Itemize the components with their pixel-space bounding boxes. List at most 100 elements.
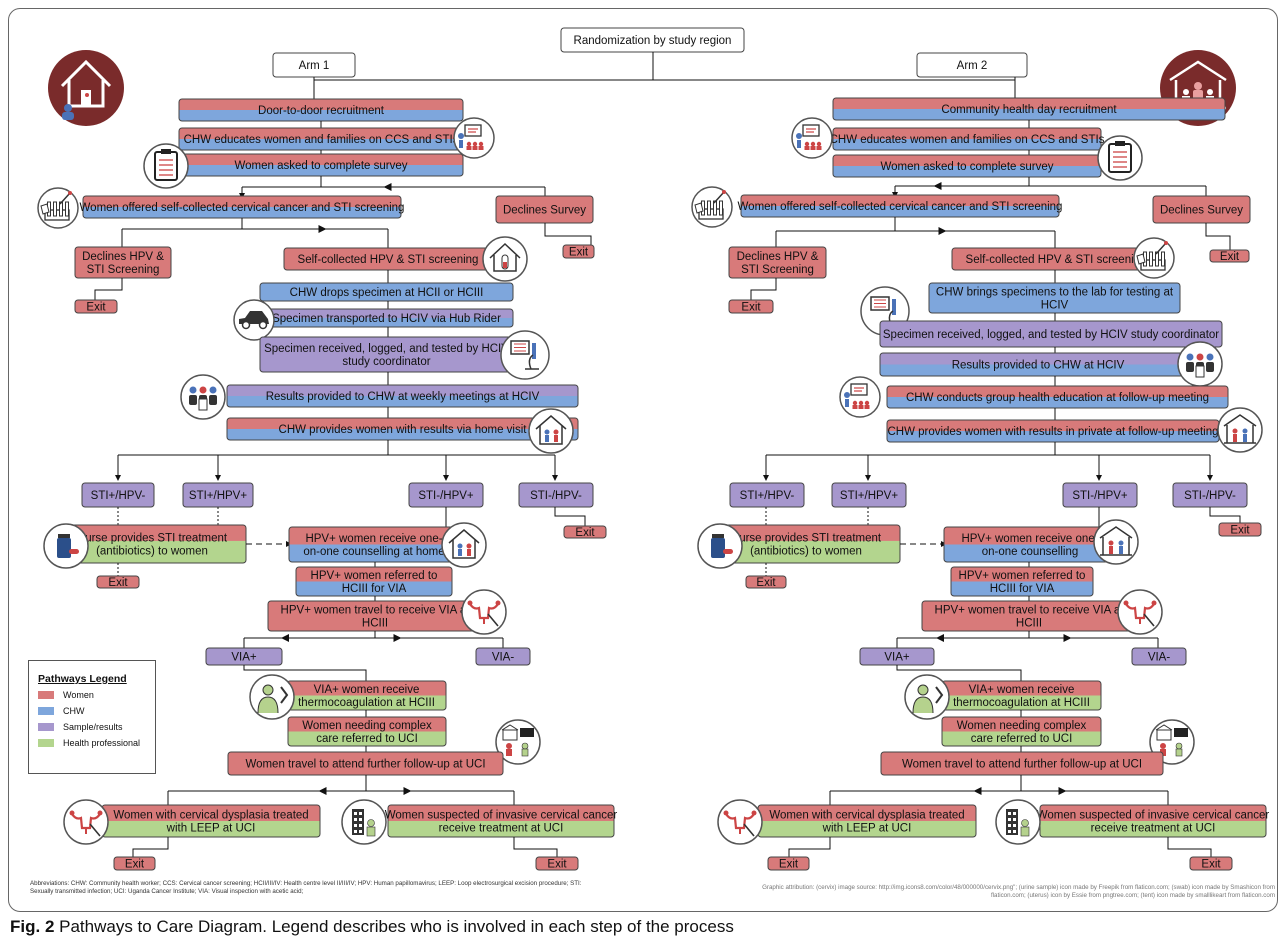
left-educate-node: CHW educates women and families on CCS a… xyxy=(178,127,464,151)
connector xyxy=(544,223,592,245)
right-leep-node: Women with cervical dysplasia treatedwit… xyxy=(757,804,977,838)
left-travel-via-node-text: HCIII xyxy=(362,618,388,630)
left-group-sti-pos-hpv-neg: STI+/HPV- xyxy=(81,482,155,508)
left-lab-icon xyxy=(500,330,550,380)
connector xyxy=(513,837,558,857)
legend-item-women: Women xyxy=(38,689,155,701)
left-sample-tubes-icon xyxy=(37,187,79,229)
right-survey-clipboard-icon xyxy=(1097,135,1143,181)
left-via-neg-node-text: VIA- xyxy=(492,652,515,664)
left-nurse-treatment-node-text: Nurse provides STI treatment xyxy=(77,533,228,545)
right-brings-node: CHW brings specimens to the lab for test… xyxy=(928,282,1181,314)
left-cancer-node-text: receive treatment at UCI xyxy=(439,823,564,835)
randomization-node: Randomization by study region xyxy=(560,27,745,53)
right-educate-node: CHW educates women and families on CCS a… xyxy=(830,127,1105,151)
legend-label-sample: Sample/results xyxy=(63,722,123,732)
left-drops-node-text: CHW drops specimen at HCII or HCIII xyxy=(290,287,484,299)
left-home-visit-icon xyxy=(528,408,574,454)
right-further-followup-node-text: Women travel to attend further follow-up… xyxy=(902,759,1142,771)
right-thermo-node-text: thermocoagulation at HCIII xyxy=(953,697,1090,709)
right-exit-survey-text: Exit xyxy=(1220,251,1240,263)
left-leep-node-text: with LEEP at UCI xyxy=(166,823,256,835)
right-exit-treated-text: Exit xyxy=(756,577,776,589)
left-received-node: Specimen received, logged, and tested by… xyxy=(259,336,514,373)
right-exit-treated: Exit xyxy=(745,575,787,589)
left-teaching-icon xyxy=(453,117,495,159)
left-survey-node-text: Women asked to complete survey xyxy=(234,160,407,172)
left-hub-rider-car-icon xyxy=(233,299,275,341)
right-group-sti-neg-hpv-pos: STI-/HPV+ xyxy=(1062,482,1138,508)
right-exit-leep: Exit xyxy=(767,856,810,871)
left-self-collect-node-text: Self-collected HPV & STI screening xyxy=(298,254,479,266)
right-further-followup-node: Women travel to attend further follow-up… xyxy=(880,751,1164,776)
legend-swatch-health xyxy=(38,739,54,747)
left-transport-node: Specimen transported to HCIV via Hub Rid… xyxy=(259,308,514,328)
left-home-swab-icon xyxy=(482,236,528,282)
left-exit-treated: Exit xyxy=(96,575,140,589)
left-survey-node: Women asked to complete survey xyxy=(178,153,464,177)
right-brings-node-text: HCIV xyxy=(1041,300,1069,312)
connector xyxy=(1205,223,1231,250)
left-group-sti-neg-hpv-neg-text: STI-/HPV- xyxy=(530,490,582,502)
left-group-sti-pos-hpv-pos-text: STI+/HPV+ xyxy=(189,490,247,502)
left-cervix-treatment-icon xyxy=(63,799,109,845)
right-cancer-node: Women suspected of invasive cervical can… xyxy=(1037,804,1269,838)
connector xyxy=(1209,507,1241,523)
left-counselling-node: HPV+ women receive one-on-one counsellin… xyxy=(288,526,460,563)
right-doctor-icon xyxy=(904,674,950,720)
right-survey-node-text: Women asked to complete survey xyxy=(880,161,1053,173)
right-counselling-node: HPV+ women receive one-on-one counsellin… xyxy=(943,526,1117,563)
left-declines-survey-node-text: Declines Survey xyxy=(503,205,586,217)
legend-item-chw: CHW xyxy=(38,705,155,717)
legend-title: Pathways Legend xyxy=(38,673,127,685)
right-leep-node-text: Women with cervical dysplasia treated xyxy=(769,810,964,822)
left-educate-node-text: CHW educates women and families on CCS a… xyxy=(184,134,459,146)
right-declines-survey-node: Declines Survey xyxy=(1152,195,1251,224)
left-cancer-node: Women suspected of invasive cervical can… xyxy=(385,804,617,838)
connector xyxy=(896,665,1022,681)
legend-label-chw: CHW xyxy=(63,706,85,716)
right-group-sti-neg-hpv-neg-text: STI-/HPV- xyxy=(1184,490,1236,502)
right-exit-neg-text: Exit xyxy=(1230,525,1250,537)
right-thermo-node-text: VIA+ women receive xyxy=(969,684,1075,696)
right-complex-care-node-text: care referred to UCI xyxy=(971,733,1073,745)
left-home-visit-node-text: CHW provides women with results via home… xyxy=(279,424,528,436)
left-doctor-icon xyxy=(249,674,295,720)
left-counselling-node-text: on-one counselling at home xyxy=(303,546,444,558)
left-clinic-icon xyxy=(495,719,541,765)
right-travel-via-node-text: HCIII xyxy=(1016,618,1042,630)
pathways-legend: Pathways Legend Women CHW Sample/results… xyxy=(28,660,156,774)
right-exit-neg: Exit xyxy=(1218,522,1262,537)
left-received-node-text: Specimen received, logged, and tested by… xyxy=(264,343,509,355)
right-group-sti-pos-hpv-pos-text: STI+/HPV+ xyxy=(840,490,898,502)
legend-swatch-sample xyxy=(38,723,54,731)
right-survey-branch-arrow xyxy=(933,182,942,190)
right-via-branch-a-arrow xyxy=(936,634,944,642)
right-private-tent-icon xyxy=(1217,407,1263,453)
right-group-sti-pos-hpv-neg-text: STI+/HPV- xyxy=(740,490,795,502)
left-screen-branch-arrow xyxy=(318,225,327,233)
connector xyxy=(1167,837,1212,857)
left-counselling-home-icon xyxy=(441,522,487,568)
left-declines-hpv-node-text: STI Screening xyxy=(87,264,160,276)
left-further-followup-node-text: Women travel to attend further follow-up… xyxy=(245,759,485,771)
right-final-branch-a-arrow xyxy=(973,787,982,795)
right-nurse-treatment-node-text: Nurse provides STI treatment xyxy=(731,533,882,545)
left-group-sti-neg-hpv-pos: STI-/HPV+ xyxy=(408,482,484,508)
left-survey-branch-arrow xyxy=(383,183,392,191)
right-nurse-treatment-node: Nurse provides STI treatment(antibiotics… xyxy=(711,524,901,564)
left-offered-node: Women offered self-collected cervical ca… xyxy=(80,195,404,219)
left-results-node-text: Results provided to CHW at weekly meetin… xyxy=(266,391,540,403)
right-declines-hpv-node-text: STI Screening xyxy=(741,264,814,276)
left-final-branch-a-arrow xyxy=(318,787,327,795)
left-results-node: Results provided to CHW at weekly meetin… xyxy=(226,384,579,408)
right-self-collect-node: Self-collected HPV & STI screening xyxy=(951,247,1161,271)
right-referred-node-text: HCIII for VIA xyxy=(990,583,1055,595)
left-hospital-icon xyxy=(341,799,387,845)
left-survey-clipboard-icon xyxy=(143,143,189,189)
